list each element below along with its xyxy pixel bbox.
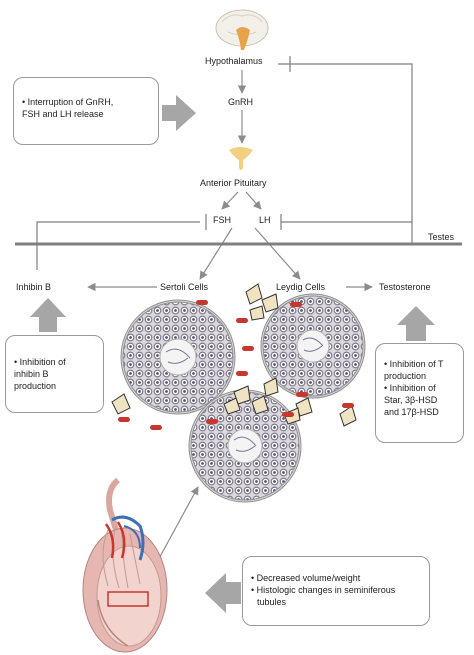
leydig-cells <box>111 283 357 427</box>
lh-label: LH <box>259 215 271 225</box>
inhibin-effect-line: inhibin B <box>14 369 49 379</box>
testosterone-feedback-lines <box>36 56 413 270</box>
red-blood-cells <box>118 300 354 430</box>
testis-effect-line: • Decreased volume/weight <box>251 573 361 583</box>
testis-effect-box: • Decreased volume/weight • Histologic c… <box>242 556 430 626</box>
testis-illustration <box>82 477 168 653</box>
inhibin-effect-box: • Inhibition of inhibin B production <box>5 335 104 413</box>
testosterone-effect-box: • Inhibition of T production • Inhibitio… <box>375 343 464 443</box>
testes-label: Testes <box>428 232 455 242</box>
testosterone-effect-line: and 17β-HSD <box>384 407 439 417</box>
gnrh-effect-line: • Interruption of GnRH, <box>22 97 114 107</box>
block-arrow-gnrh <box>162 95 196 131</box>
gnrh-effect-line: FSH and LH release <box>22 109 104 119</box>
anterior-pituitary-icon <box>229 147 253 170</box>
seminiferous-tubule-left <box>120 299 236 415</box>
seminiferous-tubule-right <box>260 293 366 399</box>
hypothalamus-label: Hypothalamus <box>205 56 263 66</box>
testosterone-label: Testosterone <box>379 282 431 292</box>
seminiferous-tubule-bottom <box>188 389 302 503</box>
testosterone-effect-line: • Inhibition of <box>384 383 436 393</box>
block-arrow-testosterone <box>397 306 435 341</box>
inhibin-effect-line: production <box>14 381 57 391</box>
gnrh-effect-box: • Interruption of GnRH, FSH and LH relea… <box>13 77 159 145</box>
inhibin-b-label: Inhibin B <box>16 282 52 292</box>
testosterone-effect-line: production <box>384 371 427 381</box>
hypothalamus-brain-icon <box>215 9 269 50</box>
testosterone-effect-line: • Inhibition of T <box>384 359 444 369</box>
testosterone-effect-line: Star, 3β-HSD <box>384 395 438 405</box>
anterior-pituitary-label: Anterior Pituitary <box>200 178 267 188</box>
inhibin-effect-line: • Inhibition of <box>14 357 66 367</box>
block-arrow-testis <box>205 573 241 613</box>
testis-effect-line: • Histologic changes in seminiferous <box>251 585 396 595</box>
fsh-label: FSH <box>213 215 231 225</box>
leydig-cells-label: Leydig Cells <box>276 282 326 292</box>
gnrh-label: GnRH <box>228 97 254 107</box>
block-arrow-inhibin <box>30 298 66 332</box>
sertoli-cells-label: Sertoli Cells <box>160 282 209 292</box>
testis-effect-line: tubules <box>257 597 287 607</box>
